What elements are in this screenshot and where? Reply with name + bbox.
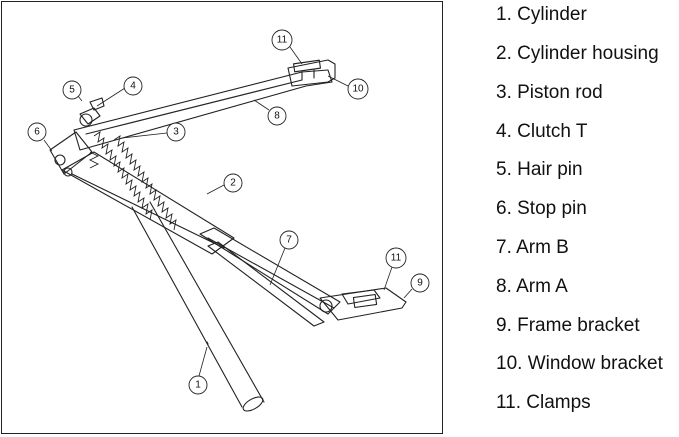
callout-circle-8: [267, 106, 287, 126]
callout-circle-11b: [385, 247, 407, 269]
legend-item-cylinder-housing: 2. Cylinder housing: [496, 43, 659, 64]
legend-item-cylinder: 1. Cylinder: [496, 4, 587, 25]
callout-6: 6: [34, 127, 40, 138]
callout-9: 9: [417, 278, 423, 289]
legend-item-arm-a: 8. Arm A: [496, 276, 568, 297]
callout-circle-2: [223, 173, 243, 193]
legend-item-stop-pin: 6. Stop pin: [496, 198, 587, 219]
callout-2: 2: [230, 178, 236, 189]
callout-circle-6: [27, 122, 47, 142]
callout-8: 8: [274, 111, 280, 122]
legend-item-hair-pin: 5. Hair pin: [496, 159, 583, 180]
callout-3: 3: [173, 127, 179, 138]
callout-circle-10: [347, 78, 369, 100]
callout-circle-5: [62, 80, 82, 100]
cylinder-housing-part: [61, 151, 235, 255]
callout-11b: 11: [391, 253, 402, 264]
legend-item-clamps: 11. Clamps: [496, 392, 591, 413]
legend-item-arm-b: 7. Arm B: [496, 237, 569, 258]
window-bracket-part: [287, 59, 336, 87]
callout-1: 1: [195, 380, 201, 391]
arm-b-part: [199, 227, 341, 327]
callout-circle-1: [188, 375, 208, 395]
arm-a-part: [73, 69, 333, 151]
cylinder-part: [131, 201, 265, 412]
callout-circle-9: [410, 273, 430, 293]
callout-circle-4: [123, 76, 143, 96]
legend-item-frame-bracket: 9. Frame bracket: [496, 315, 640, 336]
callout-circle-3: [166, 122, 186, 142]
drawing-frame: 1 2 3 4 5 6 7 8 9 10 11 11: [1, 1, 443, 434]
callout-4: 4: [130, 81, 136, 92]
legend-item-piston-rod: 3. Piston rod: [496, 82, 603, 103]
callout-circle-11a: [271, 29, 293, 51]
callout-7: 7: [286, 235, 292, 246]
pivot-block: [49, 97, 105, 177]
spring-coils: [88, 131, 177, 231]
callout-5: 5: [69, 85, 75, 96]
window-stay-drawing: 1 2 3 4 5 6 7 8 9 10 11 11: [27, 29, 430, 412]
legend-item-window-bracket: 10. Window bracket: [496, 353, 663, 374]
frame-bracket-part: [319, 287, 407, 321]
callout-circle-7: [279, 230, 299, 250]
legend-item-clutch-t: 4. Clutch T: [496, 121, 588, 142]
leader-lines: [43, 46, 413, 377]
callout-10: 10: [352, 84, 364, 95]
callout-11a: 11: [277, 35, 288, 46]
